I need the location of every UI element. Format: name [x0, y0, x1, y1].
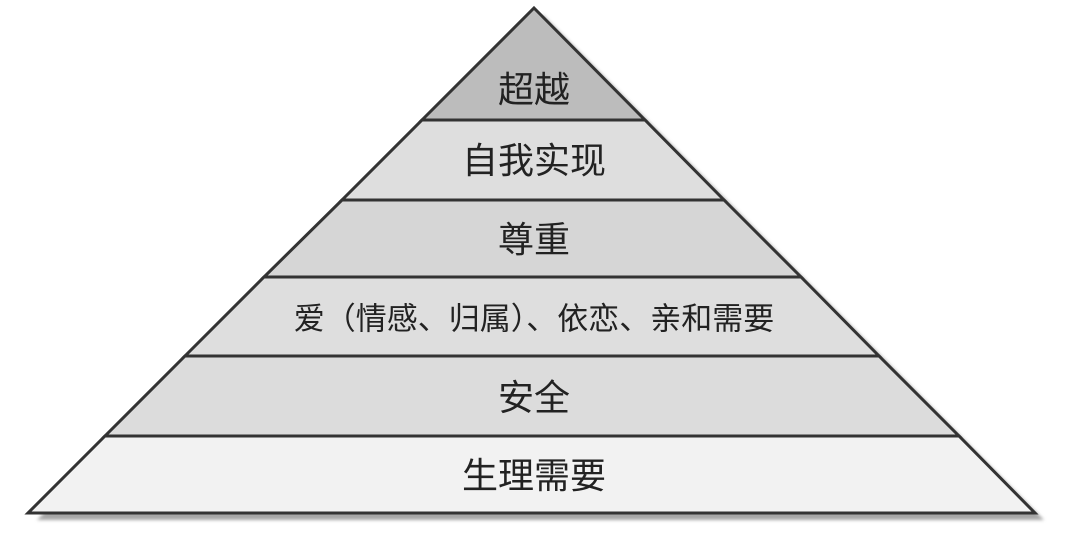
level-label-transcendence: 超越 [498, 70, 570, 110]
level-label-love-belonging: 爱（情感、归属）、依恋、亲和需要 [294, 302, 775, 337]
level-band-physiological [24, 434, 1039, 515]
level-label-safety: 安全 [498, 378, 570, 418]
level-label-esteem: 尊重 [498, 220, 570, 260]
level-label-self-actualization: 自我实现 [462, 141, 606, 181]
level-label-physiological: 生理需要 [462, 456, 606, 496]
